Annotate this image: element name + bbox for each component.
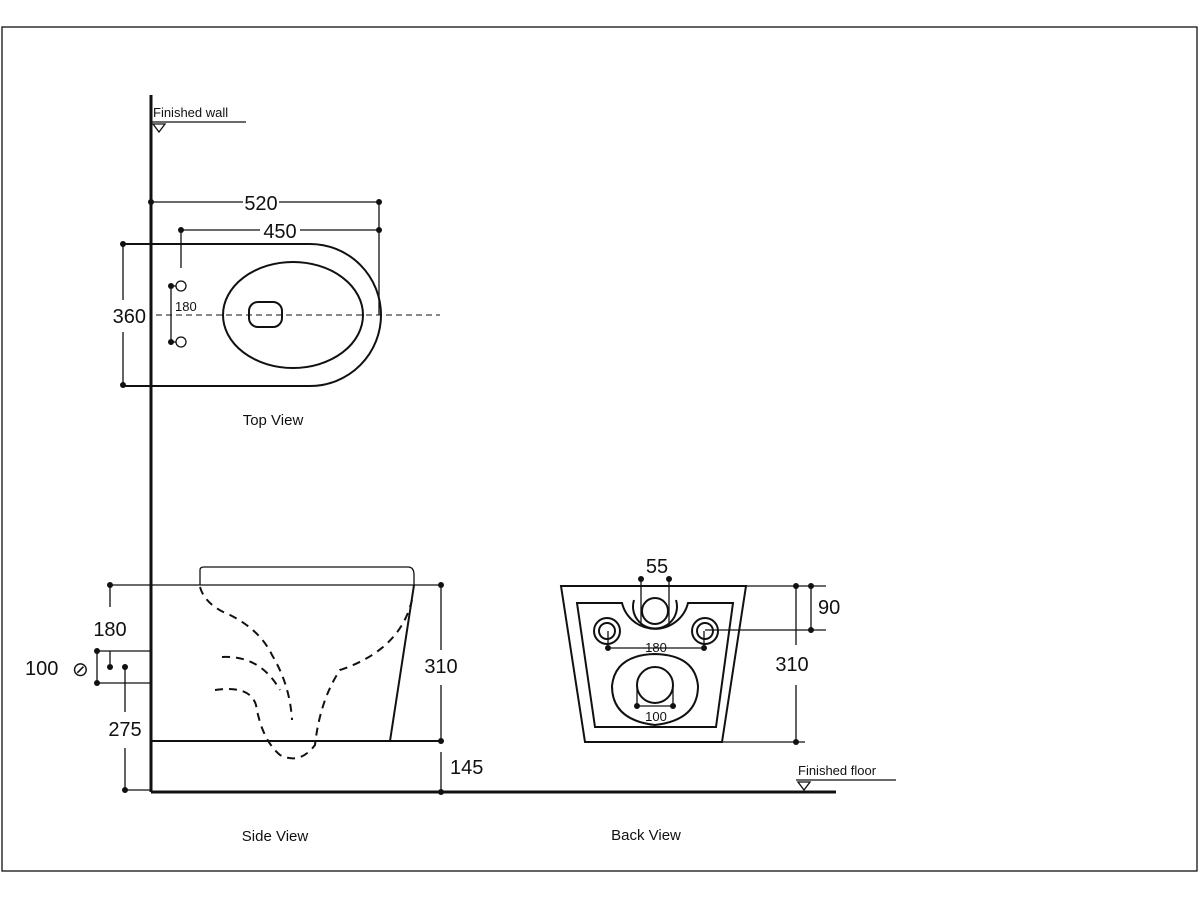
dim-fixing-height-offset: 180 (93, 619, 126, 641)
dim-outlet-height: 275 (108, 719, 141, 741)
dim-outlet-diameter: 100 (25, 658, 58, 680)
dim-fixing-to-front: 450 (263, 221, 296, 243)
dim-overall-length: 520 (244, 193, 277, 215)
side-view: 180 100 ⊘ 275 310 145 Side View (25, 566, 483, 845)
outlet-surround (610, 652, 700, 727)
dim-bowl-height: 310 (424, 656, 457, 678)
dim-floor-clearance: 145 (450, 757, 483, 779)
seat-outline (199, 566, 415, 585)
back-view: 55 180 100 90 310 Back View (559, 556, 840, 844)
finished-floor-label: Finished floor (798, 763, 877, 778)
fixing-hole (175, 280, 187, 292)
top-view-label: Top View (243, 412, 304, 429)
water-inlet (641, 597, 669, 625)
level-triangle-icon (796, 781, 812, 792)
finished-floor-marker: Finished floor (796, 763, 896, 792)
top-view: 520 450 360 180 Top View (113, 193, 440, 429)
side-view-label: Side View (242, 828, 309, 845)
dim-fixing-spacing: 180 (645, 640, 667, 655)
fixing-hole (593, 617, 621, 645)
finished-wall-marker: Finished wall (151, 105, 246, 134)
diameter-symbol-icon: ⊘ (72, 659, 89, 681)
drawing-frame (1, 26, 1198, 872)
dim-width: 360 (113, 306, 146, 328)
finished-wall-label: Finished wall (153, 105, 228, 120)
fixing-hole (691, 617, 719, 645)
dim-height: 310 (775, 654, 808, 676)
fixing-hole (175, 336, 187, 348)
bowl-opening (222, 261, 364, 369)
waste-outlet (636, 666, 674, 704)
dim-fixing-from-top: 90 (818, 597, 840, 619)
bowl-front-outline (389, 584, 415, 742)
level-triangle-icon (151, 123, 167, 134)
dim-fixing-spacing: 180 (175, 299, 197, 314)
siphon-hidden-line (214, 599, 413, 760)
trapway-hidden-line (199, 586, 293, 721)
dim-outlet-diameter: 100 (645, 709, 667, 724)
dim-inlet-width: 55 (646, 556, 668, 578)
back-view-label: Back View (611, 827, 681, 844)
